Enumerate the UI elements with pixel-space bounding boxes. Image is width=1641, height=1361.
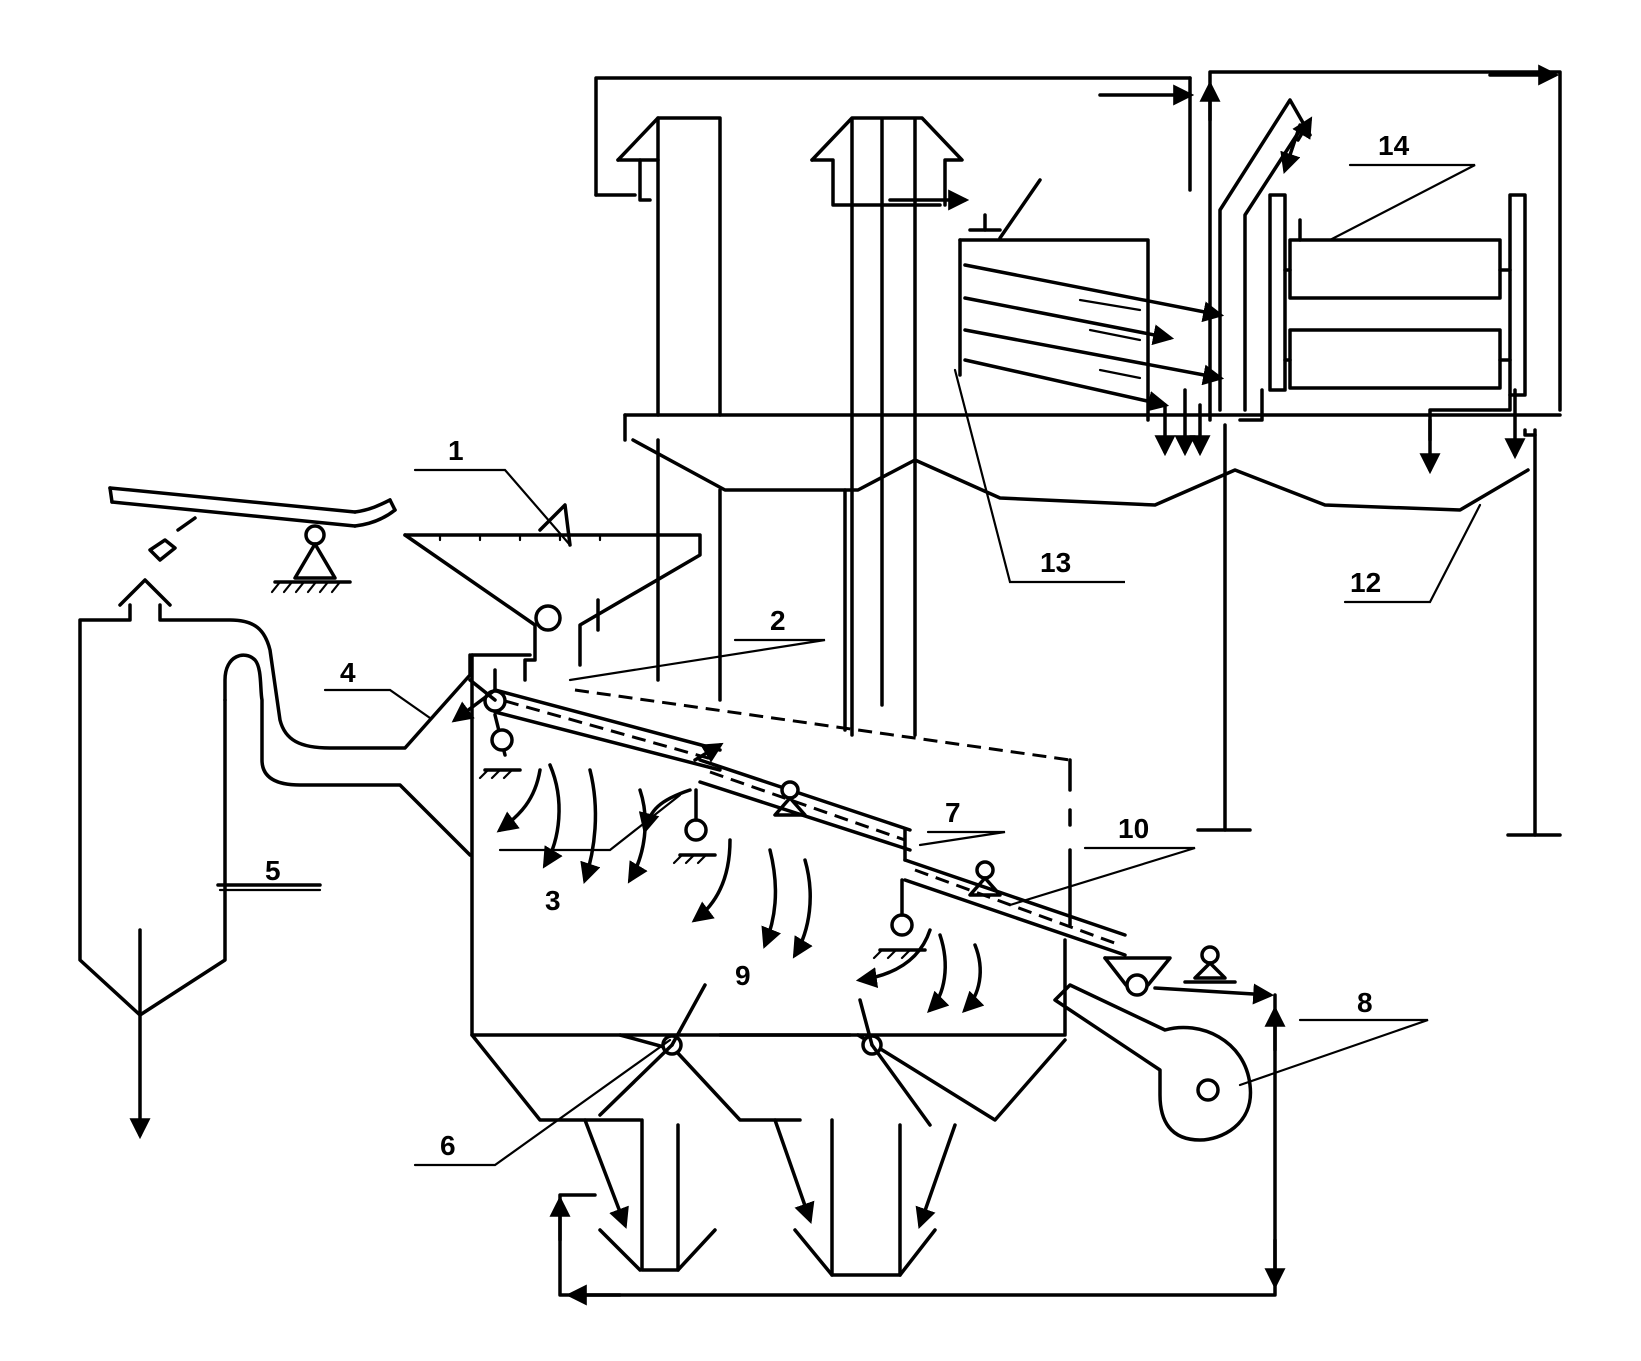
leader-lines bbox=[218, 163, 1482, 1167]
left-exhaust-column bbox=[616, 116, 722, 417]
drum-units-14 bbox=[1238, 193, 1527, 475]
inclined-conveyor bbox=[451, 668, 1275, 1005]
top-return-loop-right bbox=[1199, 64, 1562, 422]
bottom-return-loop bbox=[549, 993, 1286, 1306]
label-9: 9 bbox=[735, 960, 751, 991]
cyclone-5 bbox=[78, 578, 472, 1140]
main-chamber bbox=[470, 653, 1072, 1277]
label-13: 13 bbox=[1040, 547, 1071, 578]
label-5: 5 bbox=[265, 855, 281, 886]
top-left-feed-conveyor bbox=[108, 486, 397, 594]
elevator-pipe bbox=[1218, 98, 1313, 412]
label-8: 8 bbox=[1357, 987, 1373, 1018]
label-6: 6 bbox=[440, 1130, 456, 1161]
upper-shelf-hopper-12 bbox=[623, 413, 1562, 837]
label-7: 7 bbox=[945, 797, 961, 828]
label-1: 1 bbox=[448, 435, 464, 466]
feed-hopper-1 bbox=[403, 503, 702, 682]
air-flow-arrows-9 bbox=[496, 763, 985, 1013]
label-14: 14 bbox=[1378, 130, 1410, 161]
inclined-screen-13 bbox=[958, 178, 1225, 457]
part-labels: 1 2 3 4 5 6 7 8 9 10 12 13 14 bbox=[265, 130, 1410, 1161]
label-3: 3 bbox=[545, 885, 561, 916]
fan-8 bbox=[1053, 983, 1253, 1142]
label-10: 10 bbox=[1118, 813, 1149, 844]
label-4: 4 bbox=[340, 657, 356, 688]
top-return-loop-left bbox=[594, 76, 1195, 197]
label-2: 2 bbox=[770, 605, 786, 636]
central-column bbox=[810, 116, 970, 737]
flaps-6 bbox=[583, 983, 957, 1229]
label-12: 12 bbox=[1350, 567, 1381, 598]
